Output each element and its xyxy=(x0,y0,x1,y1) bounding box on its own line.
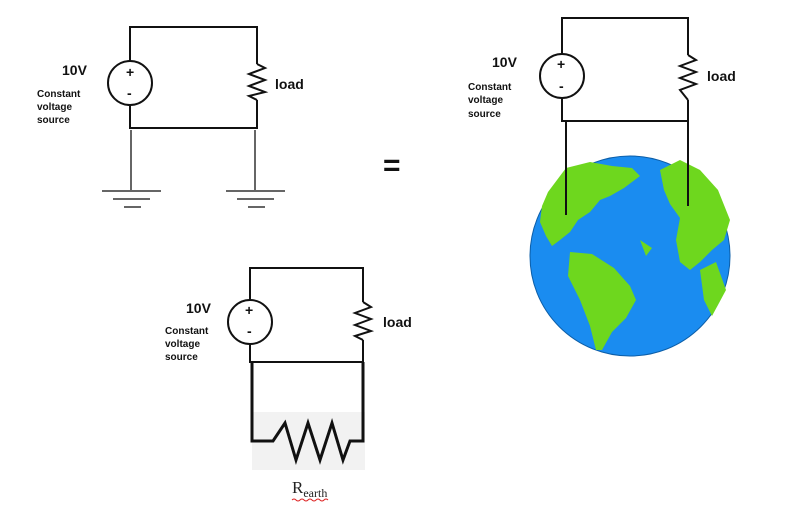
voltage-label: 10V xyxy=(492,54,518,70)
earth-resistor-label: Rearth xyxy=(292,478,327,500)
spellcheck-underline xyxy=(291,498,329,502)
circuit-wire xyxy=(129,26,258,129)
source-label: source xyxy=(165,352,198,363)
equals-sign: = xyxy=(383,149,401,182)
source-label: Constant xyxy=(165,326,209,337)
circuit-equivalent: + - 10V Constant voltage source load Rea… xyxy=(165,267,412,502)
source-label: Constant xyxy=(37,89,81,100)
load-resistor-icon xyxy=(246,63,269,101)
ground-icon xyxy=(102,130,161,208)
voltage-label: 10V xyxy=(62,62,88,78)
plus-sign: + xyxy=(245,302,253,318)
ground-icon xyxy=(226,130,285,208)
load-resistor-icon xyxy=(677,54,699,101)
minus-sign: - xyxy=(247,323,252,339)
source-label: voltage xyxy=(37,102,72,113)
voltage-source-icon xyxy=(107,60,153,106)
circuit-wire xyxy=(249,267,364,363)
minus-sign: - xyxy=(559,78,564,94)
earth-resistor-icon xyxy=(250,362,365,466)
load-label: load xyxy=(275,76,304,92)
source-label: source xyxy=(468,109,501,120)
voltage-source-icon xyxy=(539,53,585,99)
plus-sign: + xyxy=(126,64,134,80)
circuit-grounded: + - 10V Constant voltage source load xyxy=(37,26,304,208)
load-label: load xyxy=(707,68,736,84)
source-label: voltage xyxy=(165,339,200,350)
source-label: voltage xyxy=(468,95,503,106)
minus-sign: - xyxy=(127,85,132,101)
earth-globe-icon xyxy=(529,155,731,357)
earth-connection-wire xyxy=(565,121,689,215)
load-resistor-icon xyxy=(352,301,375,341)
voltage-label: 10V xyxy=(186,300,212,316)
source-label: source xyxy=(37,115,70,126)
plus-sign: + xyxy=(557,56,565,72)
load-label: load xyxy=(383,314,412,330)
circuit-earth: + - 10V Constant voltage source load xyxy=(468,17,736,357)
circuit-wire xyxy=(561,17,689,122)
source-label: Constant xyxy=(468,82,512,93)
voltage-source-icon xyxy=(227,299,273,345)
